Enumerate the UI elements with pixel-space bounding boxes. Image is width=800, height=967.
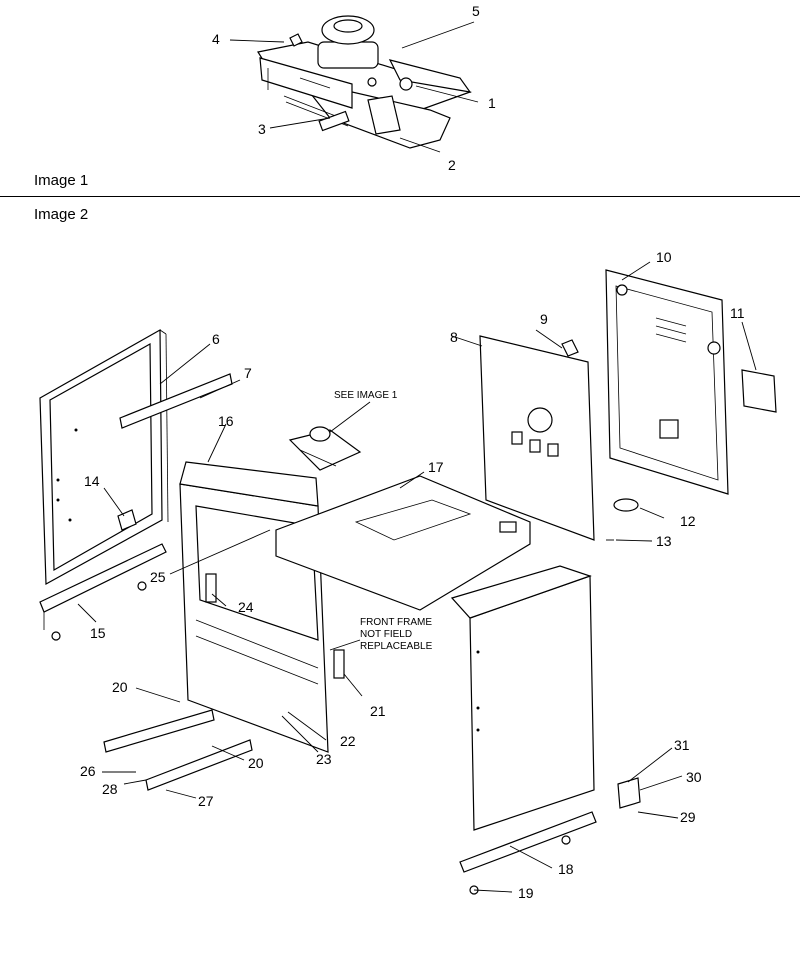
callout-2: 2 bbox=[448, 157, 456, 173]
callout-12: 12 bbox=[680, 513, 696, 529]
callout-7: 7 bbox=[244, 365, 252, 381]
bracket-14 bbox=[117, 509, 137, 531]
leader-lines bbox=[77, 21, 757, 893]
callout-21: 21 bbox=[370, 703, 386, 719]
image-1-label: Image 1 bbox=[34, 172, 89, 189]
callout-20-upper: 20 bbox=[112, 679, 128, 695]
note-front-frame-line-3: REPLACEABLE bbox=[360, 641, 433, 652]
vent-cover bbox=[741, 369, 777, 413]
grommet bbox=[613, 498, 639, 512]
callout-18: 18 bbox=[558, 861, 574, 877]
section-divider bbox=[0, 196, 800, 197]
callout-8: 8 bbox=[450, 329, 458, 345]
callout-16: 16 bbox=[218, 413, 234, 429]
callout-27: 27 bbox=[198, 793, 214, 809]
callout-1: 1 bbox=[488, 95, 496, 111]
callout-20-lower: 20 bbox=[248, 755, 264, 771]
callout-9: 9 bbox=[540, 311, 548, 327]
rear-panel bbox=[479, 335, 595, 541]
callout-10: 10 bbox=[656, 249, 672, 265]
callout-17: 17 bbox=[428, 459, 444, 475]
callout-3: 3 bbox=[258, 121, 266, 137]
base-rail-right bbox=[459, 811, 597, 895]
callout-14: 14 bbox=[84, 473, 100, 489]
bottom-frame bbox=[275, 475, 531, 611]
note-see-image-1: SEE IMAGE 1 bbox=[334, 390, 398, 401]
igniter bbox=[561, 339, 579, 357]
callout-25: 25 bbox=[150, 569, 166, 585]
callout-26: 26 bbox=[80, 763, 96, 779]
callout-4: 4 bbox=[212, 31, 220, 47]
valve-thumbnail bbox=[288, 426, 362, 471]
rail-20-upper bbox=[103, 709, 215, 753]
rail-20-lower bbox=[145, 739, 253, 791]
side-panel-right bbox=[450, 565, 595, 831]
callout-22: 22 bbox=[340, 733, 356, 749]
note-front-frame-line-2: NOT FIELD bbox=[360, 629, 412, 640]
callout-15: 15 bbox=[90, 625, 106, 641]
bracket-24 bbox=[205, 573, 217, 603]
valve-assembly bbox=[257, 15, 472, 149]
callout-13: 13 bbox=[656, 533, 672, 549]
callout-6: 6 bbox=[212, 331, 220, 347]
callout-28: 28 bbox=[102, 781, 118, 797]
note-front-frame-line-1: FRONT FRAME bbox=[360, 617, 432, 628]
callout-11: 11 bbox=[730, 305, 745, 321]
bracket-21 bbox=[333, 649, 345, 679]
callout-5: 5 bbox=[472, 3, 480, 19]
callout-29: 29 bbox=[680, 809, 696, 825]
callout-24: 24 bbox=[238, 599, 254, 615]
callout-19: 19 bbox=[518, 885, 534, 901]
bracket-30 bbox=[617, 777, 641, 809]
callout-31: 31 bbox=[674, 737, 690, 753]
image-2-label: Image 2 bbox=[34, 206, 89, 223]
base-rail bbox=[39, 543, 167, 641]
front-frame bbox=[179, 461, 329, 753]
callout-30: 30 bbox=[686, 769, 702, 785]
back-cover bbox=[605, 269, 729, 495]
side-panel-left bbox=[39, 328, 169, 585]
callout-23: 23 bbox=[316, 751, 332, 767]
